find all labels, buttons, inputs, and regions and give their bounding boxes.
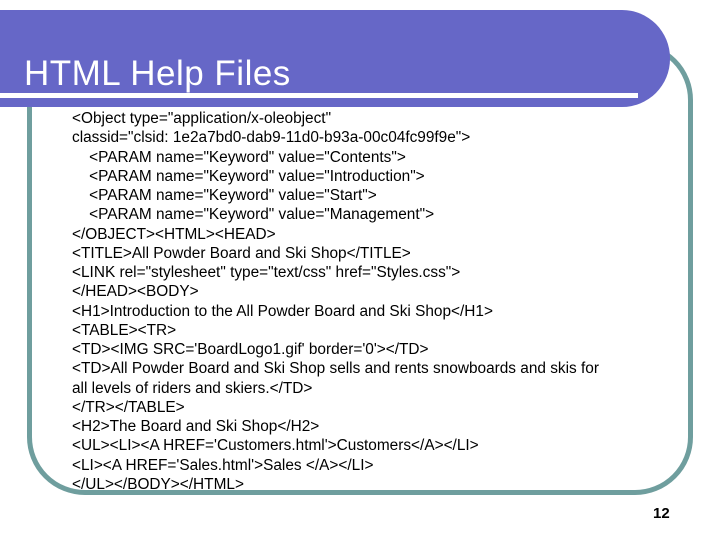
code-line: classid="clsid: 1e2a7bd0-dab9-11d0-b93a-…: [72, 129, 471, 147]
code-line: <H2>The Board and Ski Shop</H2>: [72, 418, 320, 435]
code-line: <PARAM name="Keyword" value="Contents">: [72, 148, 406, 166]
code-line: <PARAM name="Keyword" value="Management"…: [72, 206, 435, 224]
code-line: <LINK rel="stylesheet" type="text/css" h…: [72, 264, 461, 281]
code-line: <PARAM name="Keyword" value="Start">: [72, 187, 377, 204]
title-underline: [0, 93, 638, 98]
code-line: </HEAD><BODY>: [72, 283, 199, 301]
code-line: <Object type="application/x-oleobject": [72, 110, 332, 127]
code-line: <PARAM name="Keyword" value="Introductio…: [72, 167, 425, 185]
title-bar: [0, 10, 670, 107]
code-line: <TITLE>All Powder Board and Ski Shop</TI…: [72, 244, 411, 262]
code-line: <LI><A HREF='Sales.html'>Sales </A></LI>: [72, 456, 374, 474]
code-block: <Object type="application/x-oleobject" cl…: [72, 109, 672, 494]
code-line: all levels of riders and skiers.</TD>: [72, 379, 313, 397]
code-line: </OBJECT><HTML><HEAD>: [72, 225, 276, 243]
code-line: </TR></TABLE>: [72, 398, 185, 416]
code-line: <TD><IMG SRC='BoardLogo1.gif' border='0'…: [72, 341, 429, 358]
code-line: <H1>Introduction to the All Powder Board…: [72, 302, 493, 320]
code-line: <TD>All Powder Board and Ski Shop sells …: [72, 360, 599, 378]
code-line: <UL><LI><A HREF='Customers.html'>Custome…: [72, 437, 479, 455]
code-line: <TABLE><TR>: [72, 321, 177, 339]
page-number: 12: [653, 505, 670, 522]
page-title: HTML Help Files: [24, 54, 291, 94]
code-line: </UL></BODY></HTML>: [72, 475, 244, 493]
